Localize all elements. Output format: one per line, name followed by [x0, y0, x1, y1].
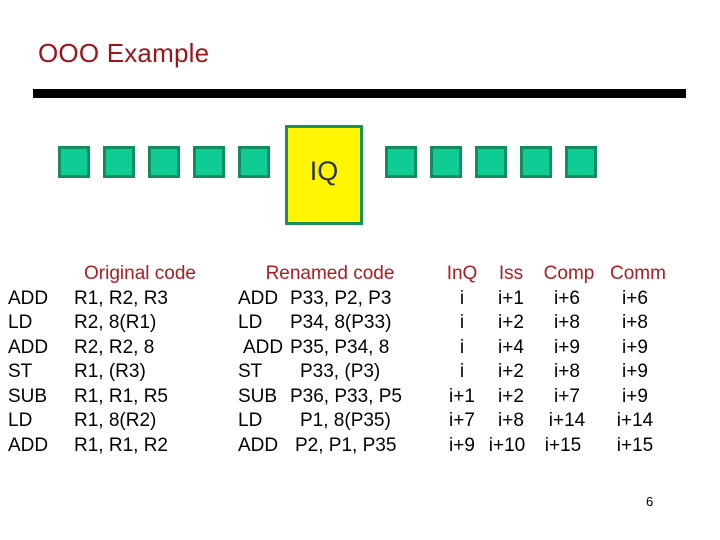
cell-comp: i+8 — [554, 312, 580, 333]
cell-renamed-op: ADD — [238, 287, 279, 309]
page-title: OOO Example — [38, 38, 210, 68]
column-header-original-code: Original code — [84, 263, 196, 284]
iq-box[interactable]: IQ — [285, 125, 363, 225]
table-row: ADD R1, R2, R3 ADD P33, P2, P3 i i+1 i+6… — [0, 287, 720, 312]
cell-original-args: R1, R1, R2 — [74, 434, 168, 456]
cell-renamed-op: LD — [238, 312, 263, 333]
cell-inq: i — [459, 287, 465, 309]
column-header-renamed-code: Renamed code — [265, 263, 395, 284]
cell-comp: i+6 — [554, 287, 580, 309]
cell-renamed-args: P33, (P3) — [300, 361, 381, 382]
cell-iss: i+4 — [498, 336, 524, 358]
queue-slot-left-3[interactable] — [148, 146, 180, 178]
cell-original-args: R2, 8(R1) — [74, 312, 157, 333]
iq-box-label: IQ — [309, 156, 339, 186]
cell-renamed-args: P35, P34, 8 — [290, 336, 390, 358]
cell-original-op: ADD — [8, 287, 49, 309]
cell-renamed-args: P33, P2, P3 — [290, 287, 392, 309]
cell-renamed-op: SUB — [238, 385, 278, 407]
cell-inq: i+9 — [449, 434, 475, 456]
queue-slot-left-5[interactable] — [238, 146, 270, 178]
cell-renamed-args: P36, P33, P5 — [290, 385, 402, 407]
cell-original-args: R1, (R3) — [74, 361, 146, 382]
queue-slot-right-1[interactable] — [385, 146, 417, 178]
column-header-comp: Comp — [543, 263, 595, 284]
cell-renamed-args: P34, 8(P33) — [290, 312, 392, 333]
cell-comp: i+14 — [548, 410, 586, 431]
queue-slot-right-5[interactable] — [565, 146, 597, 178]
column-header-comm: Comm — [610, 263, 666, 284]
cell-original-op: SUB — [8, 385, 48, 407]
title-divider — [33, 89, 686, 98]
cell-original-op: ST — [8, 361, 33, 382]
queue-slot-left-2[interactable] — [103, 146, 135, 178]
cell-original-args: R1, R2, R3 — [74, 287, 168, 309]
cell-renamed-op: ADD — [238, 434, 279, 456]
cell-original-op: ADD — [8, 434, 49, 456]
queue-slot-right-2[interactable] — [430, 146, 462, 178]
queue-slot-left-1[interactable] — [58, 146, 90, 178]
cell-iss: i+10 — [488, 434, 526, 456]
cell-comm: i+9 — [622, 385, 648, 407]
cell-iss: i+1 — [498, 287, 524, 309]
cell-comm: i+8 — [622, 312, 648, 333]
column-header-inq: InQ — [446, 263, 478, 284]
table-row: ADD R1, R1, R2 ADD P2, P1, P35 i+9 i+10 … — [0, 434, 720, 459]
cell-inq: i+1 — [449, 385, 475, 407]
cell-comm: i+6 — [622, 287, 648, 309]
cell-comp: i+15 — [544, 434, 582, 456]
cell-renamed-args: P2, P1, P35 — [295, 434, 397, 456]
instruction-queue-diagram: IQ — [0, 120, 720, 240]
table-row: SUB R1, R1, R5 SUB P36, P33, P5 i+1 i+2 … — [0, 385, 720, 410]
cell-renamed-op: LD — [238, 410, 263, 431]
cell-comp: i+7 — [554, 385, 580, 407]
cell-original-args: R1, 8(R2) — [74, 410, 157, 431]
queue-slot-left-4[interactable] — [193, 146, 225, 178]
cell-inq: i — [459, 336, 465, 358]
cell-renamed-op: ADD — [243, 336, 284, 358]
table-row: LD R2, 8(R1) LD P34, 8(P33) i i+2 i+8 i+… — [0, 311, 720, 336]
table-row: ST R1, (R3) ST P33, (P3) i i+2 i+8 i+9 — [0, 360, 720, 385]
cell-original-args: R1, R1, R5 — [74, 385, 168, 407]
cell-inq: i — [459, 312, 465, 333]
cell-renamed-op: ST — [238, 361, 263, 382]
table-row: LD R1, 8(R2) LD P1, 8(P35) i+7 i+8 i+14 … — [0, 409, 720, 434]
cell-comm: i+9 — [622, 361, 648, 382]
cell-original-op: ADD — [8, 336, 49, 358]
queue-slot-right-3[interactable] — [475, 146, 507, 178]
cell-original-op: LD — [8, 312, 33, 333]
cell-comm: i+14 — [616, 410, 654, 431]
cell-iss: i+2 — [498, 312, 524, 333]
cell-renamed-args: P1, 8(P35) — [300, 410, 391, 431]
cell-original-op: LD — [8, 410, 33, 431]
cell-comp: i+9 — [554, 336, 580, 358]
page-number: 6 — [646, 494, 654, 509]
cell-comm: i+9 — [622, 336, 648, 358]
cell-comp: i+8 — [554, 361, 580, 382]
ooo-execution-table: Original code Renamed code InQ Iss Comp … — [0, 262, 720, 458]
cell-original-args: R2, R2, 8 — [74, 336, 155, 358]
column-header-iss: Iss — [498, 263, 524, 284]
cell-comm: i+15 — [616, 434, 654, 456]
table-row: ADD R2, R2, 8 ADD P35, P34, 8 i i+4 i+9 … — [0, 336, 720, 361]
table-header-row: Original code Renamed code InQ Iss Comp … — [0, 262, 720, 287]
cell-iss: i+8 — [498, 410, 524, 431]
cell-iss: i+2 — [498, 385, 524, 407]
cell-iss: i+2 — [498, 361, 524, 382]
queue-slot-right-4[interactable] — [520, 146, 552, 178]
cell-inq: i+7 — [449, 410, 475, 431]
cell-inq: i — [459, 361, 465, 382]
